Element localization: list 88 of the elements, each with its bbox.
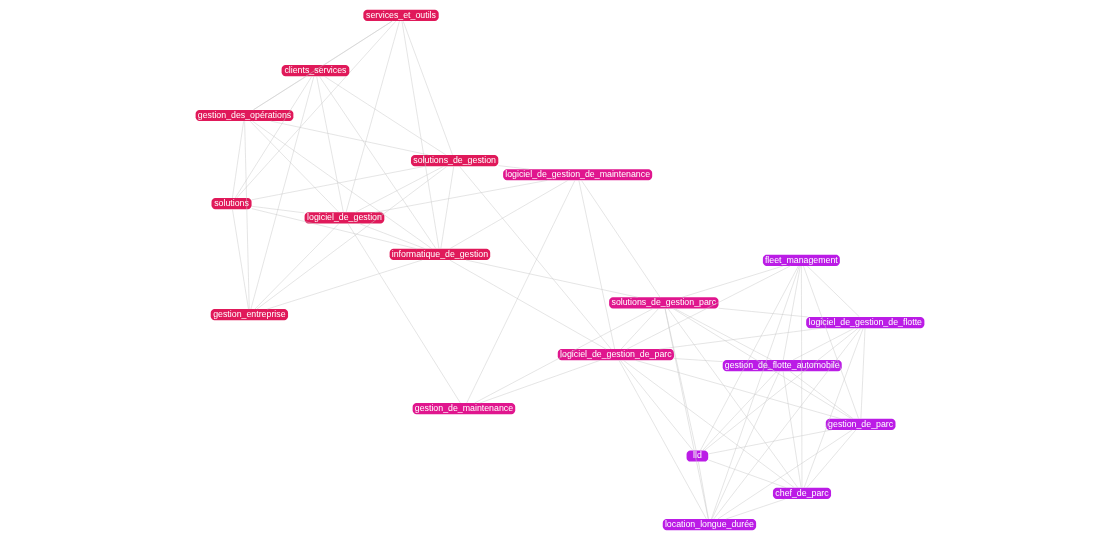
connector: [717, 429, 853, 520]
connector: [681, 265, 784, 298]
connector: [698, 461, 709, 520]
connector: [253, 20, 393, 110]
node-box: logiciel_de_gestion_de_flotte: [806, 316, 925, 329]
connector: [345, 20, 400, 213]
connector: [250, 76, 315, 310]
connector: [449, 259, 607, 350]
connector: [358, 223, 426, 250]
connector: [702, 370, 778, 451]
node-box: gestion_des_opérations: [195, 109, 294, 122]
connector: [659, 327, 822, 350]
connector: [251, 206, 305, 214]
connector: [782, 370, 802, 488]
connector: [319, 76, 437, 250]
connector: [251, 208, 417, 250]
node-box: logiciel_de_gestion_de_parc: [557, 349, 674, 361]
connector: [806, 429, 856, 488]
connector: [254, 223, 340, 310]
connector: [474, 308, 654, 404]
connector: [316, 76, 344, 213]
node-box: gestion_de_maintenance: [412, 403, 516, 415]
connector: [789, 370, 854, 419]
connector: [251, 165, 426, 201]
connector: [253, 76, 307, 111]
node-box: gestion_de_parc: [825, 418, 896, 430]
connector: [236, 20, 397, 199]
connector: [256, 165, 448, 310]
connector: [783, 265, 801, 361]
connector: [620, 360, 693, 451]
connector: [449, 180, 569, 249]
connector: [700, 265, 799, 451]
connector: [498, 165, 530, 170]
connector: [249, 120, 340, 213]
connector: [792, 327, 855, 361]
connector: [718, 308, 809, 318]
node-box: gestion_de_flotte_automobile: [722, 359, 842, 372]
node-box: clients_services: [281, 64, 350, 77]
connector: [711, 370, 780, 519]
connector: [347, 223, 461, 404]
node-box: logiciel_de_gestion_de_maintenance: [503, 169, 653, 181]
node-box: fleet_management: [762, 254, 840, 266]
connector: [667, 308, 799, 488]
connector: [479, 360, 601, 404]
connector: [355, 165, 445, 213]
connector: [711, 265, 800, 520]
node-box: logiciel_de_gestion: [304, 212, 385, 224]
node-box: solutions_de_gestion: [410, 154, 499, 167]
connector: [581, 180, 661, 298]
node-box: informatique_de_gestion: [389, 248, 491, 261]
connector: [578, 180, 615, 350]
connector: [401, 20, 440, 250]
connector: [674, 308, 772, 361]
node-box: solutions: [211, 198, 252, 210]
connector: [459, 166, 612, 350]
connector: [234, 76, 313, 199]
connector: [270, 120, 429, 156]
connector: [708, 459, 787, 488]
connector: [708, 429, 832, 455]
connector: [465, 259, 639, 298]
connector: [266, 259, 423, 310]
connector: [803, 328, 864, 488]
connector: [402, 20, 453, 156]
connector: [806, 265, 860, 318]
node-box: solutions_de_gestion_parc: [609, 297, 719, 309]
connector: [623, 360, 795, 488]
connector: [374, 180, 548, 213]
node-box: services_et_outils: [363, 9, 439, 22]
connector: [440, 166, 454, 249]
node-box: gestion_entreprise: [210, 309, 289, 321]
connector: [232, 120, 244, 199]
connector: [725, 498, 786, 520]
connector: [704, 328, 859, 451]
connector: [664, 308, 697, 451]
connector: [803, 265, 859, 419]
connector: [244, 120, 250, 310]
connector: [860, 328, 866, 419]
node-box: lld: [686, 450, 709, 462]
connector: [713, 328, 862, 520]
node-box: chef_de_parc: [772, 487, 832, 499]
node-box: location_longue_durée: [662, 518, 757, 531]
connector: [620, 308, 659, 350]
connector: [323, 75, 447, 156]
connector: [626, 265, 791, 350]
connector: [252, 120, 433, 250]
connector: [466, 180, 576, 404]
connector: [672, 308, 852, 419]
connector: [232, 209, 249, 310]
